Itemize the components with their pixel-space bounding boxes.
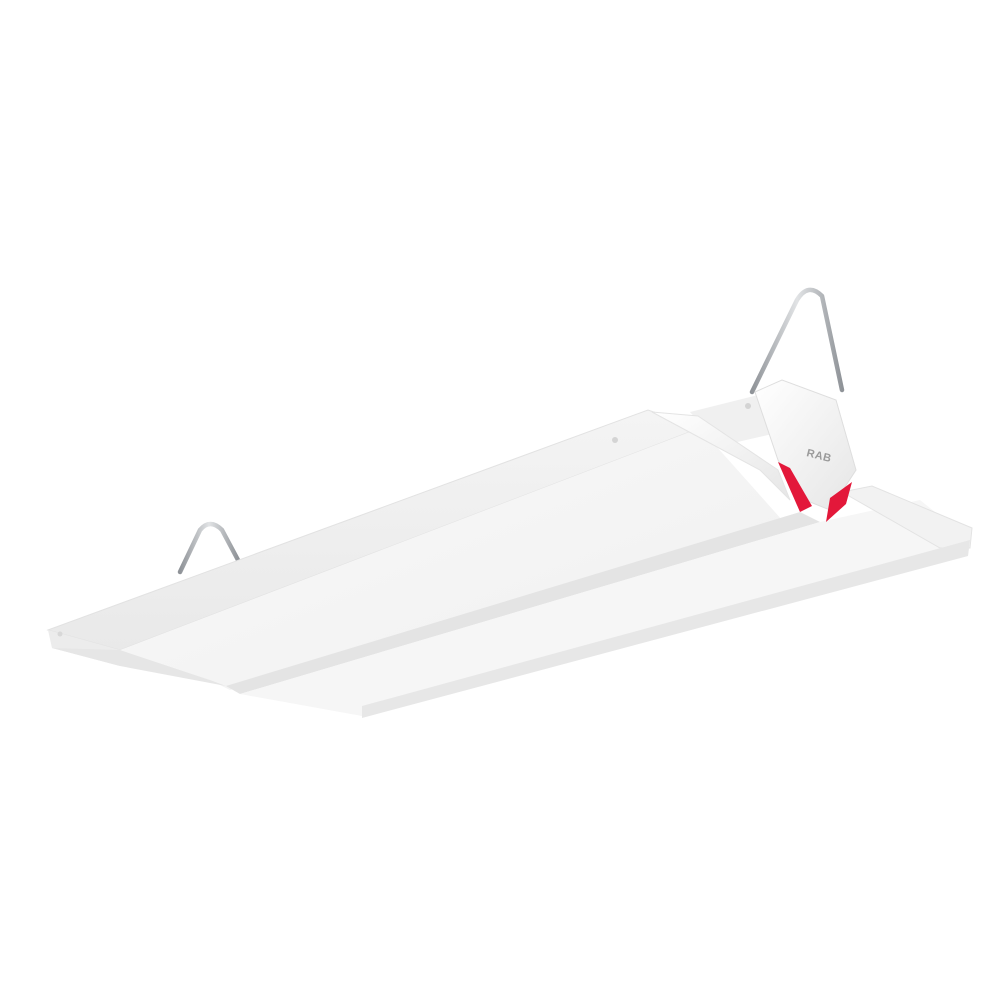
center-channel — [226, 512, 820, 694]
front-hanger-wire — [177, 521, 241, 575]
right-panel-end-face — [840, 485, 973, 549]
left-panel-edge — [52, 648, 226, 686]
brand-logo: RAB — [805, 447, 832, 465]
screw-dot — [745, 403, 751, 409]
left-panel-lens — [120, 428, 782, 690]
right-panel-front-face — [362, 540, 970, 718]
red-accent-right — [826, 482, 852, 522]
screw-dot — [57, 631, 63, 637]
driver-housing — [651, 411, 791, 501]
rear-hanger-wire — [749, 287, 845, 395]
right-panel-lens — [240, 500, 970, 716]
screw-dot — [612, 437, 618, 443]
red-accent-left — [778, 462, 812, 512]
